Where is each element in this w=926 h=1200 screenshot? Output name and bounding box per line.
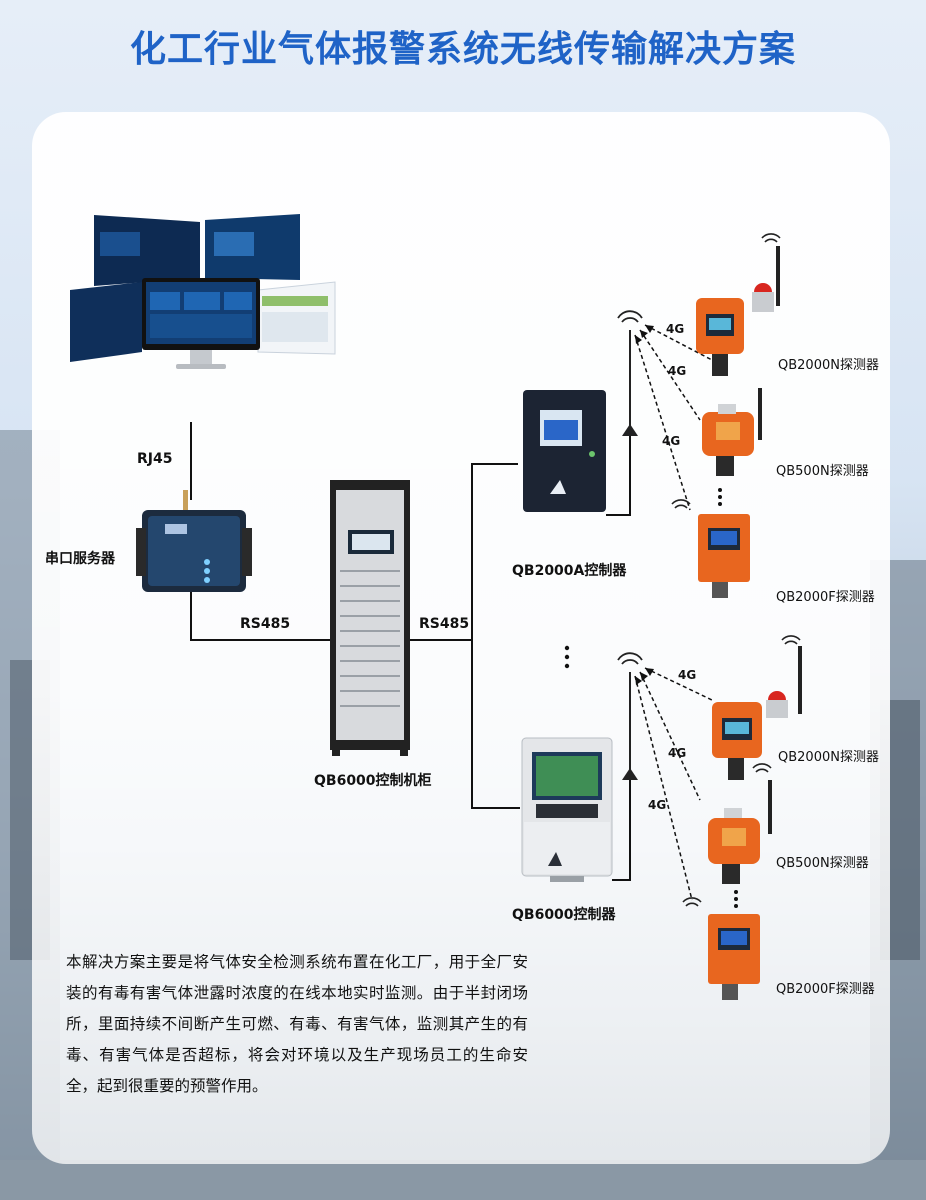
4g-label: 4G [666, 322, 685, 336]
wireless-links [634, 324, 713, 901]
serial-server-label: 串口服务器 [45, 551, 115, 567]
wireless-arrowheads [635, 325, 654, 685]
4g-label: 4G [648, 798, 667, 812]
wifi-icons [671, 233, 801, 907]
solution-description: 本解决方案主要是将气体安全检测系统布置在化工厂，用于全厂安装的有毒有害气体泄露时… [66, 953, 528, 1095]
qb2000a-controller-label: QB2000A控制器 [512, 563, 627, 579]
4g-label: 4G [668, 746, 687, 760]
cabinet-label: QB6000控制机柜 [314, 773, 432, 789]
4g-label: 4G [662, 434, 681, 448]
antenna-bottom-icon [617, 652, 643, 780]
det-top-1-label: QB2000N探测器 [778, 358, 879, 373]
qb500n-detector-top-icon [702, 388, 762, 476]
monitoring-screens-icon [70, 214, 336, 369]
rs485-left-label: RS485 [240, 616, 291, 632]
ellipsis-dots-middle [564, 645, 570, 669]
det-bot-3-label: QB2000F探测器 [776, 982, 875, 997]
qb2000n-detector-bottom-icon [712, 646, 802, 780]
ellipsis-dots-top [718, 488, 722, 506]
det-bot-1-label: QB2000N探测器 [778, 750, 879, 765]
det-top-2-label: QB500N探测器 [776, 464, 869, 479]
antenna-top-icon [617, 310, 643, 436]
serial-server-icon [136, 490, 252, 592]
wired-connections [190, 422, 631, 881]
qb500n-detector-bottom-icon [708, 780, 772, 884]
qb2000f-detector-bottom-icon [708, 914, 760, 1000]
4g-label: 4G [668, 364, 687, 378]
qb2000f-detector-top-icon [698, 514, 750, 598]
rs485-right-label: RS485 [419, 616, 470, 632]
qb2000a-controller-icon [523, 390, 606, 512]
qb6000-controller-icon [521, 737, 613, 882]
det-top-3-label: QB2000F探测器 [776, 590, 875, 605]
4g-label: 4G [678, 668, 697, 682]
page-title: 化工行业气体报警系统无线传输解决方案 [129, 29, 796, 70]
qb6000-controller-label: QB6000控制器 [512, 907, 616, 923]
rj45-label: RJ45 [137, 451, 173, 467]
det-bot-2-label: QB500N探测器 [776, 856, 869, 871]
qb2000n-detector-top-icon [696, 246, 780, 376]
control-cabinet-icon [330, 480, 410, 756]
ellipsis-dots-bottom [734, 890, 738, 908]
